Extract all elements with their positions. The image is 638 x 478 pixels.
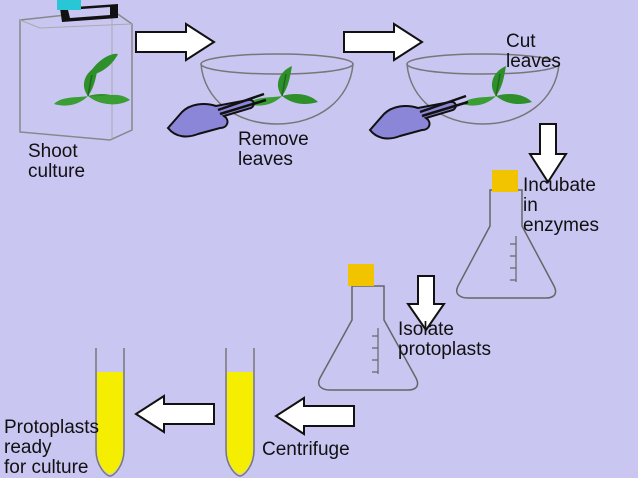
shoot-culture-vessel [19, 0, 133, 141]
petri-dish-remove [166, 53, 354, 138]
flask-stopper-icon [348, 264, 374, 286]
arrow-down-icon [406, 275, 446, 332]
arrow-right-icon [135, 22, 216, 62]
gloved-hand-icon [368, 94, 470, 140]
label-shoot-culture: Shoot culture [28, 141, 86, 182]
vessel-cap-icon [57, 0, 81, 10]
label-isolate-protoplasts: Isolate protoplasts [398, 319, 491, 360]
label-protoplasts-ready: Protoplasts ready for culture [4, 417, 100, 478]
arrow-down-icon [528, 123, 568, 184]
arrow-left-icon [274, 396, 355, 436]
arrow-left-icon [134, 394, 215, 434]
ready-tube [95, 348, 125, 477]
label-remove-leaves: Remove leaves [238, 129, 309, 170]
flask-stopper-icon [492, 170, 518, 192]
arrow-right-icon [343, 22, 424, 62]
plant-icon [53, 53, 130, 107]
label-centrifuge: Centrifuge [262, 439, 350, 460]
enzyme-flask [456, 170, 557, 299]
label-cut-leaves: Cut leaves [506, 31, 561, 72]
protoplast-flask [318, 264, 419, 391]
centrifuge-tube [225, 348, 255, 477]
label-incubate-enzymes: Incubate in enzymes [523, 175, 600, 236]
petri-dish-cut [368, 53, 560, 140]
